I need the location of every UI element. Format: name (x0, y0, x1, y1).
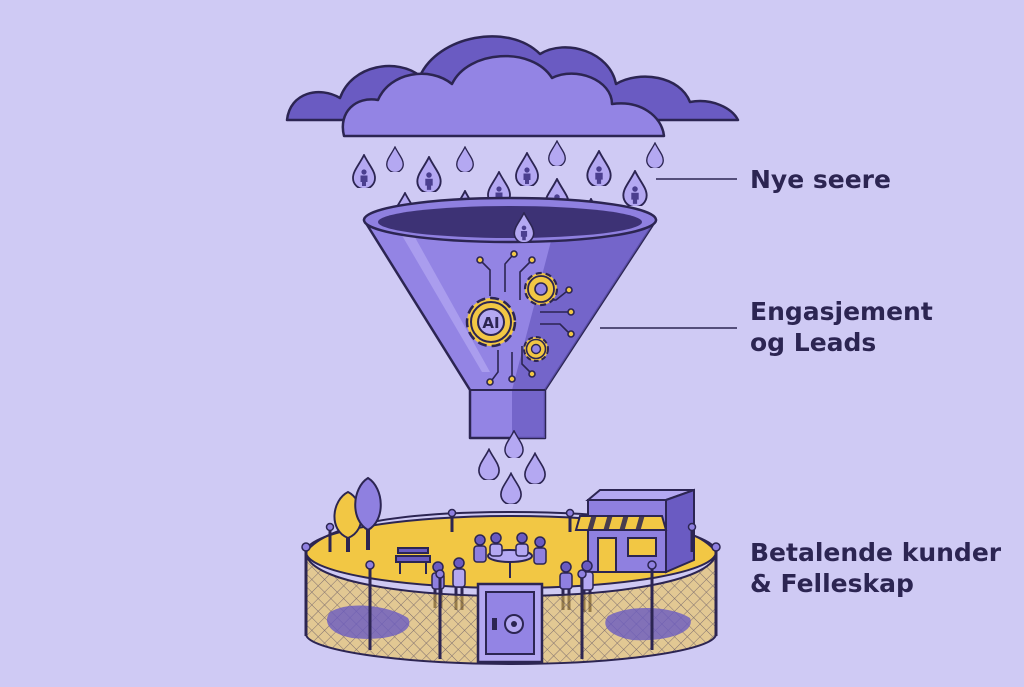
drop (386, 146, 404, 172)
drop (646, 142, 664, 168)
drop (478, 448, 500, 480)
vault (476, 582, 544, 664)
ai-circuit (476, 250, 575, 386)
stage-label-line: Engasjement (750, 297, 933, 326)
stage-label-line: & Felleskap (750, 569, 914, 598)
person-drop (622, 170, 648, 206)
ai-badge: AI (482, 314, 499, 332)
gear-icon (523, 336, 549, 362)
bench (395, 547, 431, 574)
tree (333, 476, 382, 552)
label-connectors (600, 178, 737, 329)
drop (456, 146, 474, 172)
rain-cloud (285, 35, 740, 138)
drop (500, 472, 522, 504)
people-at-table (473, 532, 547, 578)
community-enclosure (301, 476, 721, 666)
stage-label-line: Nye seere (750, 165, 891, 194)
person-drop (352, 154, 376, 188)
output-drops (478, 430, 546, 504)
drop (548, 140, 566, 166)
stage-label-engagement: Engasjement og Leads (750, 296, 933, 358)
stage-label-new-viewers: Nye seere (750, 164, 891, 195)
person-drop (586, 150, 612, 186)
gear-icon (523, 271, 559, 307)
person-drop (416, 156, 442, 192)
drop (524, 452, 546, 484)
storefront (574, 488, 695, 574)
person-drop (515, 152, 539, 186)
stage-label-line: og Leads (750, 328, 877, 357)
stage-label-paying-customers: Betalende kunder & Felleskap (750, 537, 1001, 599)
stage-label-line: Betalende kunder (750, 538, 1002, 567)
gear-icon (465, 296, 517, 348)
